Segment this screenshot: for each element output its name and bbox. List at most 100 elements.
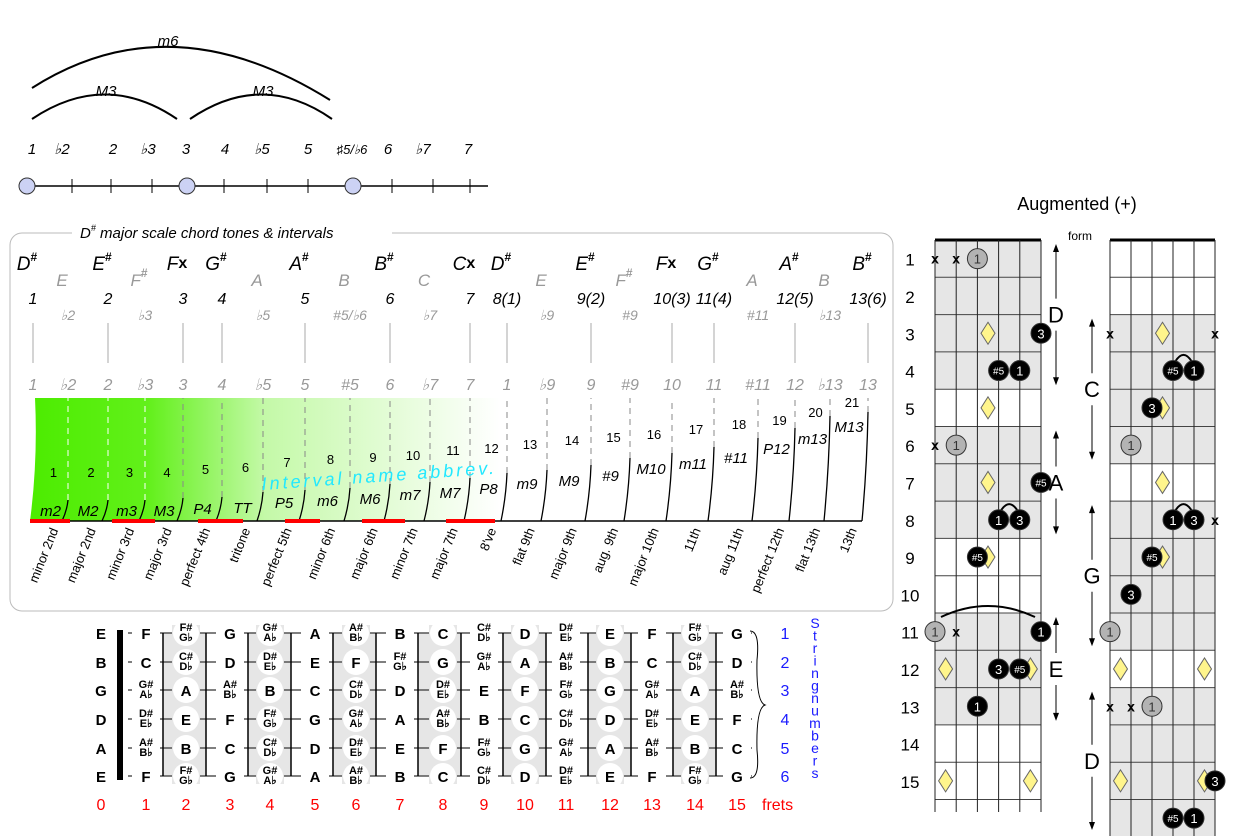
fret-number: 3: [226, 797, 235, 814]
fret-note-enharmonic: A#B♭: [139, 737, 153, 759]
chord-tone-label: #5: [1167, 367, 1179, 378]
fret-note: B: [690, 741, 701, 758]
interval-separator: [623, 457, 631, 522]
fret-note: C: [438, 769, 449, 786]
interval-abbreviation: m7: [400, 487, 421, 504]
note-name: E: [535, 271, 547, 290]
chord-tone-marker: [1030, 471, 1052, 493]
interval-arc: [31, 93, 178, 120]
note-accidental: #: [865, 250, 872, 264]
chord-tone-marker: [1009, 360, 1031, 382]
scale-degree-label: 6: [384, 141, 393, 158]
semitone-count: 21: [845, 395, 859, 410]
fret-note: B: [265, 683, 276, 700]
scale-degree: #9: [622, 307, 638, 323]
note-bg: [552, 682, 580, 698]
note-letter: B: [818, 271, 829, 290]
note-accidental: #: [505, 250, 512, 264]
note-bg: [301, 654, 329, 670]
note-circle: [682, 677, 708, 703]
interval-degree: ♭13: [817, 377, 842, 394]
fret-note-enharmonic: D#E♭: [263, 651, 277, 673]
interval-degree: 4: [218, 377, 227, 394]
interval-abbreviation: M2: [78, 503, 99, 520]
note-circle: [512, 735, 538, 761]
chord-fret-number: 12: [901, 661, 920, 680]
scale-degree: 9(2): [577, 291, 605, 308]
note-name: D#: [17, 250, 38, 275]
scale-degree: 13(6): [849, 291, 886, 308]
note-bg: [301, 625, 329, 641]
note-bg: [723, 654, 751, 670]
fret-number: 9: [480, 797, 489, 814]
note-circle: [597, 677, 623, 703]
arrow-up-icon: [1089, 318, 1095, 327]
scale-degree: ♭13: [819, 307, 841, 323]
note-bg: [723, 711, 751, 727]
note-name: E#: [575, 250, 595, 275]
muted-string-icon: x: [952, 251, 960, 267]
note-accidental: x: [667, 255, 676, 272]
fret-note: G: [224, 626, 236, 643]
chord-fret-number: 6: [905, 437, 914, 456]
arrow-down-icon: [1053, 712, 1059, 721]
open-string-note: D: [96, 712, 107, 729]
fret-note: G: [604, 683, 616, 700]
semitone-count: 7: [283, 455, 290, 470]
open-string-note: B: [96, 655, 107, 672]
fret-note: C: [520, 712, 531, 729]
note-circle: [343, 735, 369, 761]
interval-separator: [861, 411, 869, 522]
fret-inlay-icon: [1112, 657, 1129, 681]
interval-arc: [31, 45, 331, 101]
fret-note: G: [731, 769, 743, 786]
muted-string-icon: x: [952, 624, 960, 640]
chord-tone-marker: [988, 658, 1010, 680]
chord-tone-marker: [1183, 509, 1205, 531]
chord-tone-label: #5: [1146, 553, 1158, 564]
fret-note: G: [731, 626, 743, 643]
scale-degree: ♭2: [61, 307, 76, 323]
interval-abbreviation: M3: [154, 503, 175, 520]
note-bg: [216, 625, 244, 641]
fret-note: E: [479, 683, 489, 700]
chord-tone-label: #5: [1035, 478, 1047, 489]
note-bg: [386, 711, 414, 727]
note-bg: [301, 711, 329, 727]
fret-note-enharmonic: F#G♭: [559, 679, 573, 701]
note-circle: [173, 706, 199, 732]
arrow-up-icon: [1053, 430, 1059, 439]
fret-note: B: [181, 741, 192, 758]
muted-string-icon: x: [1127, 698, 1135, 714]
form-shade: [935, 687, 1041, 725]
note-circle: [343, 677, 369, 703]
chord-tone-label: 1: [1190, 811, 1197, 826]
note-accidental: #: [302, 250, 309, 264]
note-accidental: #: [712, 250, 719, 264]
form-letter: C: [1084, 377, 1100, 402]
title-text: major scale chord tones & intervals: [96, 225, 334, 242]
note-circle: [430, 735, 456, 761]
note-bg: [216, 768, 244, 784]
fret-note-enharmonic: C#D♭: [349, 679, 363, 701]
fret-note-enharmonic: A#B♭: [349, 622, 363, 644]
note-circle: [512, 649, 538, 675]
note-bg: [638, 711, 666, 727]
note-letter: G: [697, 254, 712, 275]
interval-degree: ♭5: [255, 377, 272, 394]
fret-number: 8: [439, 797, 448, 814]
interval-abbreviation: P5: [275, 495, 294, 512]
fret-inlay-icon: [1154, 470, 1171, 495]
interval-degree: 12: [786, 377, 804, 394]
scale-degree-label: ♭3: [140, 141, 156, 158]
interval-separator: [343, 487, 351, 522]
fret-note-enharmonic: A#B♭: [436, 708, 450, 730]
interval-abbreviation: M13: [834, 419, 864, 436]
note-name: B: [338, 271, 349, 290]
fret-note-enharmonic: F#G♭: [179, 765, 193, 787]
note-circle: [597, 620, 623, 646]
scale-degree: ♭3: [138, 307, 153, 323]
semitone-count: 15: [606, 430, 620, 445]
note-circle: [512, 706, 538, 732]
fret-note-enharmonic: F#G♭: [688, 765, 702, 787]
